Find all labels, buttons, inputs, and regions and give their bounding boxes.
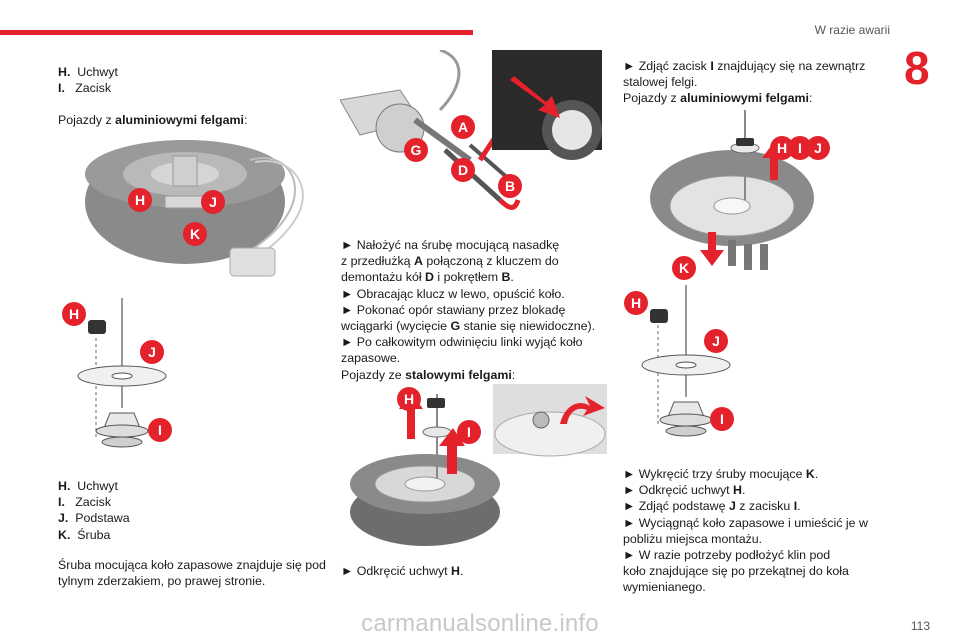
badge-j: J [201, 190, 225, 214]
badge-d: D [451, 158, 475, 182]
badge-a: A [451, 115, 475, 139]
badge-h: H [62, 302, 86, 326]
instruction-line: wciągarki (wycięcie G stanie się niewido… [341, 319, 596, 334]
middle-bottom-text: ► Odkręcić uchwyt H. [341, 563, 611, 579]
legend-line: I. Zacisk [58, 81, 112, 96]
instruction-line: ► Zdjąć podstawę J z zacisku I. [623, 499, 801, 514]
instruction-line: ► Nałożyć na śrubę mocującą nasadkę [341, 238, 560, 252]
winch-wrench-illustration: A G D B [340, 50, 602, 210]
instruction-line: Pojazdy ze stalowymi felgami: [341, 367, 516, 382]
badge-k: K [183, 222, 207, 246]
legend-line: K. Śruba [58, 527, 111, 542]
svg-text:A: A [458, 119, 468, 135]
svg-text:B: B [505, 178, 515, 194]
instruction-line: demontażu kół D i pokrętłem B. [341, 270, 514, 285]
svg-text:H: H [69, 306, 79, 322]
badge-h: H [624, 291, 648, 315]
chapter-number: 8 [904, 42, 930, 94]
instruction-line: ► Odkręcić uchwyt H. [341, 564, 464, 578]
instruction-line: ► Wykręcić trzy śruby mocujące K. [623, 467, 819, 481]
svg-text:I: I [158, 422, 162, 438]
badge-k: K [672, 256, 696, 280]
legend-line: I. Zacisk [58, 495, 112, 510]
instruction-line: z przedłużką A połączoną z kluczem do [341, 254, 559, 269]
legend-line: J. Podstawa [58, 511, 130, 526]
badge-j: J [806, 136, 830, 160]
svg-text:J: J [148, 344, 156, 360]
svg-text:H: H [135, 192, 145, 208]
instruction-line: ► Obracając klucz w lewo, opuścić koło. [341, 286, 565, 301]
badge-i: I [788, 136, 812, 160]
svg-text:G: G [411, 142, 422, 158]
svg-text:I: I [467, 424, 471, 440]
left-bottom-text: H. Uchwyt I. Zacisk J. Podstawa K. Śruba… [58, 478, 348, 589]
svg-text:J: J [209, 194, 217, 210]
note-line: tylnym zderzakiem, po prawej stronie. [58, 574, 266, 589]
badge-h: H [128, 188, 152, 212]
middle-text: ► Nałożyć na śrubę mocującą nasadkę z pr… [341, 237, 611, 383]
right-top-text: ► Zdjąć zacisk I znajdujący się na zewną… [623, 58, 893, 107]
instruction-line: stalowej felgi. [623, 75, 698, 90]
badge-i: I [710, 407, 734, 431]
legend-line: H. Uchwyt [58, 479, 118, 493]
badge-i: I [148, 418, 172, 442]
note-line: Śruba mocująca koło zapasowe znajduje si… [58, 557, 326, 572]
instruction-line: ► Po całkowitym odwinięciu linki wyjąć k… [341, 335, 583, 350]
svg-text:H: H [404, 391, 414, 407]
svg-text:J: J [814, 140, 822, 156]
clamp-exploded-illustration-right: H J I [624, 285, 734, 437]
instruction-line: wymienianego. [623, 580, 706, 595]
steel-wheel-illustration: H I [350, 384, 607, 546]
badge-j: J [704, 329, 728, 353]
instruction-line: ► W razie potrzeby podłożyć klin pod [623, 548, 831, 563]
badge-b: B [498, 174, 522, 198]
svg-text:I: I [798, 140, 802, 156]
svg-text:H: H [777, 140, 787, 156]
page-number: 113 [910, 618, 930, 633]
instruction-line: ► Pokonać opór stawiany przez blokadę [341, 302, 566, 317]
instruction-line: pobliżu miejsca montażu. [623, 531, 763, 546]
svg-text:D: D [458, 162, 468, 178]
instruction-line: ► Zdjąć zacisk I znajdujący się na zewną… [623, 59, 866, 73]
instruction-line: ► Wyciągnąć koło zapasowe i umieścić je … [623, 515, 868, 530]
right-bottom-text: ► Wykręcić trzy śruby mocujące K. ► Odkr… [623, 466, 893, 596]
section-title: W razie awarii [814, 23, 890, 37]
svg-text:H: H [631, 295, 641, 311]
badge-j: J [140, 340, 164, 364]
svg-text:I: I [720, 411, 724, 427]
intro-line: Pojazdy z aluminiowymi felgami: [58, 113, 248, 128]
badge-h: H [397, 387, 421, 411]
badge-g: G [404, 138, 428, 162]
svg-text:K: K [190, 226, 200, 242]
header-red-bar [0, 30, 473, 35]
svg-text:J: J [712, 333, 720, 349]
spare-wheel-winch-illustration: H J K [85, 140, 304, 277]
left-top-text: H. Uchwyt I. Zacisk Pojazdy z aluminiowy… [58, 64, 338, 129]
instruction-line: ► Odkręcić uchwyt H. [623, 483, 746, 498]
alloy-wheel-illustration: H I J K [650, 110, 830, 280]
instruction-line: zapasowe. [341, 351, 401, 366]
instruction-line: koło znajdujące się po przekątnej do koł… [623, 564, 849, 579]
legend-line: H. Uchwyt [58, 65, 118, 79]
instruction-line: Pojazdy z aluminiowymi felgami: [623, 91, 813, 106]
clamp-exploded-illustration: H J I [62, 298, 172, 448]
badge-i: I [457, 420, 481, 444]
watermark: carmanualsonline.info [361, 609, 599, 637]
svg-text:K: K [679, 260, 689, 276]
badge-h: H [770, 136, 794, 160]
